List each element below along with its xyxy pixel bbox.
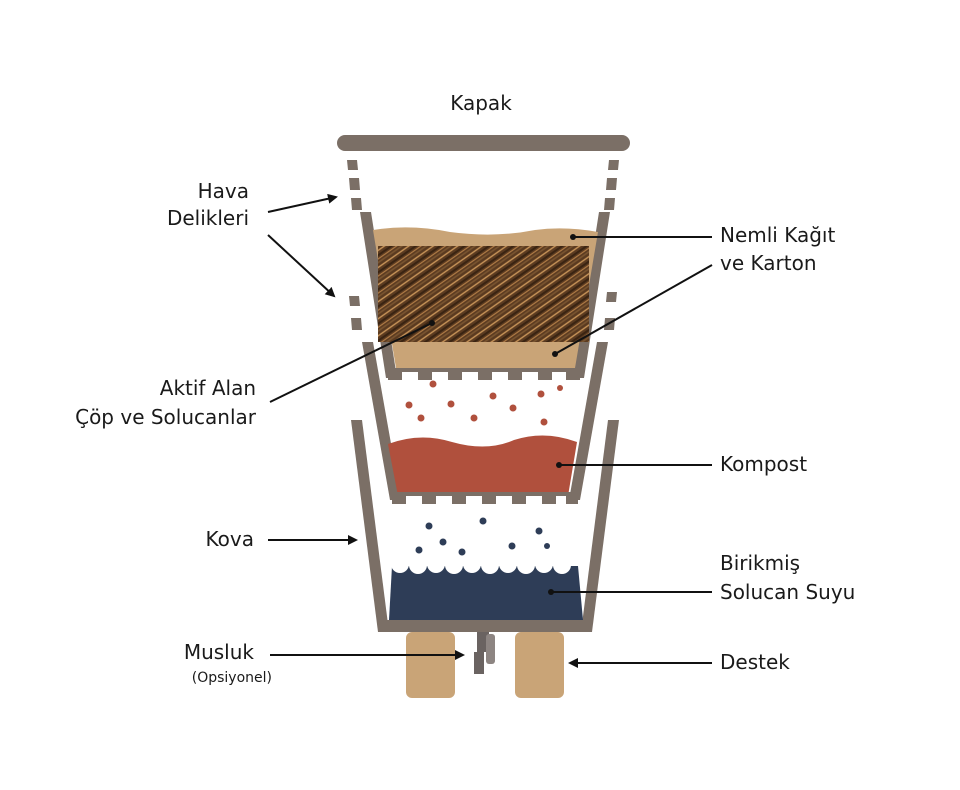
label-lid: Kapak — [450, 91, 512, 115]
compost-layer — [388, 435, 577, 496]
tray2-perforated-floor — [390, 492, 580, 504]
air-hole-wall-left-top — [347, 160, 362, 210]
tray1-perforated-floor — [386, 368, 584, 380]
bucket-floor — [378, 620, 592, 632]
label-tap: Musluk — [184, 640, 255, 664]
middle-tray — [349, 292, 617, 504]
label-compost: Kompost — [720, 452, 807, 476]
label-active-area-line1: Aktif Alan — [160, 376, 256, 400]
bucket-wall-right — [581, 420, 619, 632]
label-support: Destek — [720, 650, 790, 674]
leader-active-area — [269, 322, 433, 403]
label-active-area-line2: Çöp ve Solucanlar — [75, 405, 257, 429]
bucket-wall-left — [351, 420, 389, 632]
label-leachate-line1: Birikmiş — [720, 551, 800, 575]
label-air-holes-line2: Delikleri — [167, 206, 249, 230]
label-leachate-line2: Solucan Suyu — [720, 580, 855, 604]
air-hole-wall-right-top — [604, 160, 619, 210]
bucket — [351, 420, 619, 632]
tap-icon — [474, 632, 495, 674]
arrow-air-holes-mid — [267, 234, 336, 298]
air-hole-wall-left-mid — [349, 296, 362, 330]
support-legs — [406, 632, 564, 698]
active-area-layer — [378, 246, 589, 342]
leader-lines — [267, 193, 713, 668]
falling-leachate-drops — [415, 517, 550, 566]
leader-dots — [429, 234, 576, 595]
label-air-holes-line1: Hava — [198, 179, 249, 203]
falling-compost-particles — [405, 380, 563, 426]
tray2-wall-right — [569, 342, 608, 500]
label-moist-paper-line2: ve Karton — [720, 251, 817, 275]
support-leg-right — [515, 632, 564, 698]
leachate-surface-bubbles — [391, 555, 571, 574]
arrow-air-holes-top — [267, 193, 338, 213]
label-moist-paper-line1: Nemli Kağıt — [720, 223, 835, 247]
label-bucket: Kova — [206, 527, 254, 551]
top-tray — [347, 160, 619, 380]
support-leg-left — [406, 632, 455, 698]
label-tap-optional: (Opsiyonel) — [192, 670, 272, 686]
leader-moist-paper-bottom — [554, 264, 713, 355]
leachate-liquid — [389, 566, 583, 620]
